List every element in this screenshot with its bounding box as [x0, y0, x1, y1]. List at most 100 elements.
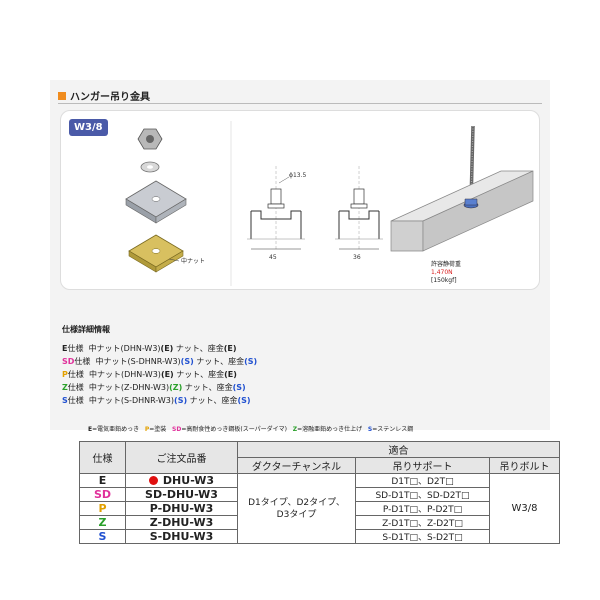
part-no-text: DHU-W3 — [162, 474, 215, 487]
row-support: SD-D1T□、SD-D2T□ — [355, 487, 490, 502]
spec-row-s: S仕様 中ナット(S-DHNR-W3)(S) ナット、座金(S) — [62, 394, 257, 407]
width-dimension-a: 45 — [269, 254, 277, 261]
washer-illustration — [140, 161, 160, 173]
header-hanging-bolt: 吊りボルト — [489, 457, 560, 474]
orange-square-icon — [58, 91, 66, 100]
spec-plate-mark: (S) — [237, 396, 251, 405]
middle-nut-plate-illustration — [128, 234, 184, 273]
spec-nut-mark: (E) — [160, 370, 174, 379]
row-spec-code: S — [79, 529, 126, 544]
spec-code: S — [62, 396, 68, 405]
row-spec-code: E — [79, 473, 126, 488]
spec-code: E — [62, 344, 68, 353]
spec-details: 仕様詳細情報 E仕様 中ナット(DHN-W3)(E) ナット、座金(E) SD仕… — [62, 324, 257, 407]
spec-code: P — [62, 370, 68, 379]
row-part-no: SD-DHU-W3 — [125, 487, 238, 502]
duct-line-1: D1タイプ、D2タイプ、 — [248, 497, 345, 508]
spec-suffix: 仕様 — [67, 383, 84, 392]
width-dimension-b: 36 — [353, 254, 361, 261]
spec-nut: 中ナット(S-DHNR-W3) — [88, 396, 175, 405]
legend-text-z: =溶融亜鉛めっき仕上げ — [297, 426, 363, 433]
product-spec-table: 仕様 ご注文品番 適合 ダクターチャンネル 吊りサポート 吊りボルト E DHU… — [79, 441, 560, 544]
product-image-box: W3/8 中ナット — [60, 110, 540, 290]
spec-nut-mark: (E) — [160, 344, 174, 353]
row-part-no: Z-DHU-W3 — [125, 515, 238, 530]
row-support: S-D1T□、S-D2T□ — [355, 529, 490, 544]
spec-plate-mark: (E) — [223, 344, 237, 353]
legend-key-s: S — [367, 426, 373, 433]
header-order-no: ご注文品番 — [125, 441, 238, 474]
hex-nut-illustration — [137, 128, 163, 150]
dimension-drawing-a: 45 ϕ13.5 — [247, 166, 307, 261]
model-badge: W3/8 — [69, 119, 108, 136]
section-title: ハンガー吊り金具 — [70, 92, 150, 103]
spec-code: Z — [62, 383, 68, 392]
spec-suffix: 仕様 — [67, 344, 84, 353]
header-compat: 適合 — [237, 441, 560, 458]
spec-row-e: E仕様 中ナット(DHN-W3)(E) ナット、座金(E) — [62, 342, 257, 355]
spec-details-title: 仕様詳細情報 — [62, 325, 110, 334]
legend-key-p: P — [144, 426, 150, 433]
spec-nut-mark: (S) — [180, 357, 194, 366]
finish-legend: E=電気亜鉛めっき P=塗装 SD=高耐食性めっき鋼板(スーパーダイマ) Z=溶… — [88, 424, 413, 433]
allowable-load-value: 1,470N — [431, 269, 453, 276]
duct-channel-value: D1タイプ、D2タイプ、D3タイプ — [237, 473, 356, 544]
spec-row-sd: SD仕様 中ナット(S-DHNR-W3)(S) ナット、座金(S) — [62, 355, 257, 368]
hole-diameter-label: ϕ13.5 — [289, 172, 307, 179]
dimension-drawing-b: 36 — [335, 166, 383, 261]
spec-plate: ナット、座金 — [175, 344, 224, 353]
spec-suffix: 仕様 — [67, 396, 84, 405]
row-spec-code: P — [79, 501, 126, 516]
spec-nut-mark: (Z) — [169, 383, 183, 392]
spec-suffix: 仕様 — [67, 370, 84, 379]
table-row: E DHU-W3 D1タイプ、D2タイプ、D3タイプ D1T□、D2T□ W3/… — [79, 473, 560, 544]
legend-text-e: =電気亜鉛めっき — [92, 426, 140, 433]
spec-code: SD — [62, 357, 75, 366]
spec-plate: ナット、座金 — [176, 370, 225, 379]
row-spec-code: SD — [79, 487, 126, 502]
middle-nut-label: 中ナット — [181, 257, 205, 265]
table-row: S S-DHU-W3 S-D1T□、S-D2T□ — [79, 529, 560, 544]
allowable-load-kgf: [150kgf] — [431, 277, 457, 284]
row-support: Z-D1T□、Z-D2T□ — [355, 515, 490, 530]
legend-text-p: =塗装 — [149, 426, 167, 433]
spec-row-p: P仕様 中ナット(DHN-W3)(E) ナット、座金(E) — [62, 368, 257, 381]
spec-plate-mark: (E) — [224, 370, 237, 379]
spec-nut: 中ナット(S-DHNR-W3) — [95, 357, 181, 366]
header-spec: 仕様 — [79, 441, 126, 474]
header-hanging-support: 吊りサポート — [355, 457, 490, 474]
row-spec-code: Z — [79, 515, 126, 530]
legend-key-sd: SD — [172, 426, 182, 433]
spec-plate: ナット、座金 — [189, 396, 238, 405]
product-diagram: 中ナット 45 ϕ13.5 — [125, 121, 534, 286]
row-support: P-D1T□、P-D2T□ — [355, 501, 490, 516]
row-part-no: S-DHU-W3 — [125, 529, 238, 544]
spec-plate: ナット、座金 — [184, 383, 233, 392]
spec-nut: 中ナット(DHN-W3) — [88, 344, 161, 353]
title-divider — [58, 103, 542, 104]
red-dot-icon — [148, 476, 158, 485]
allowable-load-label: 許容静荷重 — [431, 261, 462, 268]
spec-plate-mark: (S) — [244, 357, 258, 366]
legend-key-e: E — [88, 426, 93, 433]
spec-suffix: 仕様 — [74, 357, 91, 366]
row-support: D1T□、D2T□ — [355, 473, 490, 488]
duct-line-2: D3タイプ — [276, 509, 317, 520]
legend-key-z: Z — [292, 426, 298, 433]
allowable-load-info: 許容静荷重 1,470N [150kgf] — [431, 261, 461, 285]
row-part-no: DHU-W3 — [125, 473, 238, 488]
product-panel: ハンガー吊り金具 W3/8 — [50, 80, 550, 430]
spec-nut-mark: (S) — [174, 396, 188, 405]
hanger-plate-illustration — [125, 180, 187, 224]
spec-plate: ナット、座金 — [196, 357, 245, 366]
table-row: Z Z-DHU-W3 Z-D1T□、Z-D2T□ — [79, 515, 560, 530]
legend-text-sd: =高耐食性めっき鋼板(スーパーダイマ) — [181, 426, 288, 433]
section-header: ハンガー吊り金具 — [58, 88, 150, 103]
spec-nut: 中ナット(DHN-W3) — [88, 370, 161, 379]
header-duct-channel: ダクターチャンネル — [237, 457, 356, 474]
spec-nut: 中ナット(Z-DHN-W3) — [88, 383, 170, 392]
channel-assembly-illustration — [390, 125, 534, 252]
legend-text-s: =ステンレス鋼 — [372, 426, 414, 433]
row-part-no: P-DHU-W3 — [125, 501, 238, 516]
spec-row-z: Z仕様 中ナット(Z-DHN-W3)(Z) ナット、座金(S) — [62, 381, 257, 394]
